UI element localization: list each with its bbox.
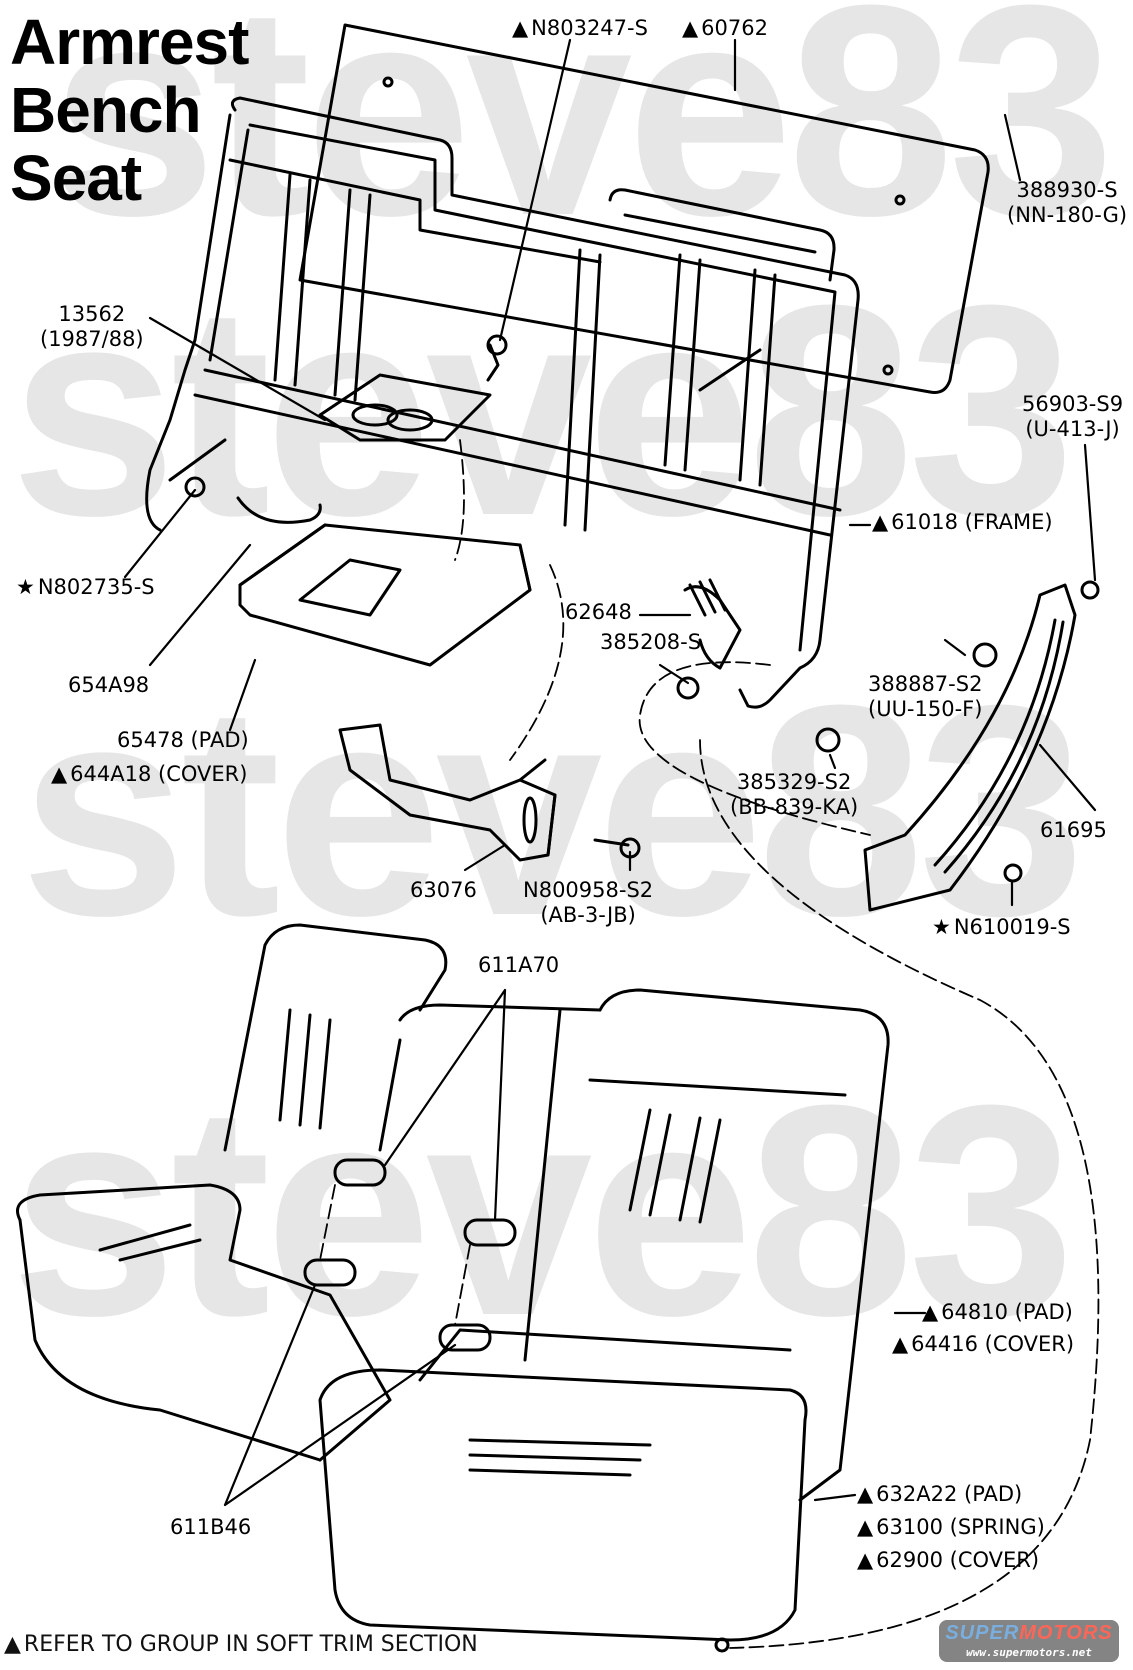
triangle-icon: ▲ bbox=[51, 762, 68, 786]
washer-385208 bbox=[676, 676, 700, 700]
armrest-pad-65478 bbox=[238, 523, 532, 667]
connection-lines bbox=[319, 439, 1100, 1649]
label-388887-s2: 388887-S2 (UU-150-F) bbox=[868, 672, 983, 721]
label-385329-s2: 385329-S2 (BB-839-KA) bbox=[730, 770, 859, 819]
title-line-1: Armrest bbox=[10, 6, 249, 78]
clip-n802735 bbox=[184, 476, 206, 498]
label-64416-cover: ▲64416 (COVER) bbox=[892, 1332, 1075, 1356]
label-632a22-pad: ▲632A22 (PAD) bbox=[857, 1482, 1023, 1506]
leader-lines bbox=[123, 38, 1097, 1507]
triangle-icon: ▲ bbox=[922, 1300, 939, 1324]
label-654a98: 654A98 bbox=[68, 673, 150, 697]
back-panel-60762 bbox=[298, 23, 990, 394]
label-n610019-s: ★N610019-S bbox=[932, 915, 1071, 939]
hinge-covers bbox=[303, 1158, 517, 1352]
supermotors-logo: SUPERMOTORS www.supermotors.net bbox=[939, 1620, 1119, 1662]
cupholder-13562 bbox=[318, 373, 492, 442]
hinge-62648 bbox=[683, 578, 742, 670]
label-n803247-s: ▲N803247-S bbox=[512, 16, 648, 40]
label-63076: 63076 bbox=[410, 878, 477, 902]
triangle-icon: ▲ bbox=[857, 1548, 874, 1572]
title-line-3: Seat bbox=[10, 142, 142, 214]
label-56903-s9: 56903-S9 (U-413-J) bbox=[1022, 392, 1124, 441]
footnote: ▲REFER TO GROUP IN SOFT TRIM SECTION bbox=[4, 1632, 478, 1657]
triangle-icon: ▲ bbox=[892, 1332, 909, 1356]
triangle-icon: ▲ bbox=[682, 16, 699, 40]
panel-hole bbox=[382, 76, 394, 88]
bracket-63076 bbox=[338, 723, 557, 862]
bolt-385329 bbox=[815, 727, 841, 753]
screw-n803247 bbox=[486, 334, 508, 382]
label-n802735-s: ★N802735-S bbox=[16, 575, 155, 599]
label-63100-spring: ▲63100 (SPRING) bbox=[857, 1515, 1045, 1539]
label-62648: 62648 bbox=[565, 600, 632, 624]
triangle-icon: ▲ bbox=[4, 1632, 21, 1657]
label-611b46: 611B46 bbox=[170, 1515, 252, 1539]
label-385208-s: 385208-S bbox=[600, 630, 702, 654]
strap-654a98 bbox=[236, 496, 322, 524]
triangle-icon: ▲ bbox=[872, 510, 889, 534]
page-title: Armrest Bench Seat bbox=[10, 6, 249, 214]
label-388930-s: 388930-S (NN-180-G) bbox=[1007, 178, 1128, 227]
star-icon: ★ bbox=[16, 575, 35, 599]
label-62900-cover: ▲62900 (COVER) bbox=[857, 1548, 1040, 1572]
title-line-2: Bench bbox=[10, 74, 202, 146]
triangle-icon: ▲ bbox=[512, 16, 529, 40]
watermark-row-2: steve83 bbox=[10, 242, 1075, 578]
panel-hole bbox=[882, 364, 894, 376]
screw-56903 bbox=[1080, 580, 1100, 600]
armrest-end-61695 bbox=[863, 583, 1077, 912]
label-61695: 61695 bbox=[1040, 818, 1107, 842]
label-61018-frame: ▲61018 (FRAME) bbox=[872, 510, 1053, 534]
seat-cushion-632a22 bbox=[16, 1183, 808, 1653]
label-60762: ▲60762 bbox=[682, 16, 768, 40]
brand-url: www.supermotors.net bbox=[966, 1646, 1092, 1659]
label-611a70: 611A70 bbox=[478, 953, 560, 977]
label-13562: 13562 (1987/88) bbox=[40, 302, 144, 351]
star-icon: ★ bbox=[932, 915, 951, 939]
seat-back-frame-61018 bbox=[145, 96, 860, 709]
seat-back-64810 bbox=[223, 923, 890, 1502]
label-644a18-cover: ▲644A18 (COVER) bbox=[51, 762, 248, 786]
triangle-icon: ▲ bbox=[857, 1515, 874, 1539]
triangle-icon: ▲ bbox=[857, 1482, 874, 1506]
label-64810-pad: ▲64810 (PAD) bbox=[922, 1300, 1073, 1324]
brand-name: SUPERMOTORS bbox=[945, 1622, 1113, 1644]
label-n800958-s2: N800958-S2 (AB-3-JB) bbox=[523, 878, 654, 927]
watermark-row-4: steve83 bbox=[10, 1042, 1075, 1378]
panel-hole bbox=[894, 194, 906, 206]
bolt-388887 bbox=[972, 642, 998, 668]
label-65478-pad: 65478 (PAD) bbox=[117, 728, 249, 752]
